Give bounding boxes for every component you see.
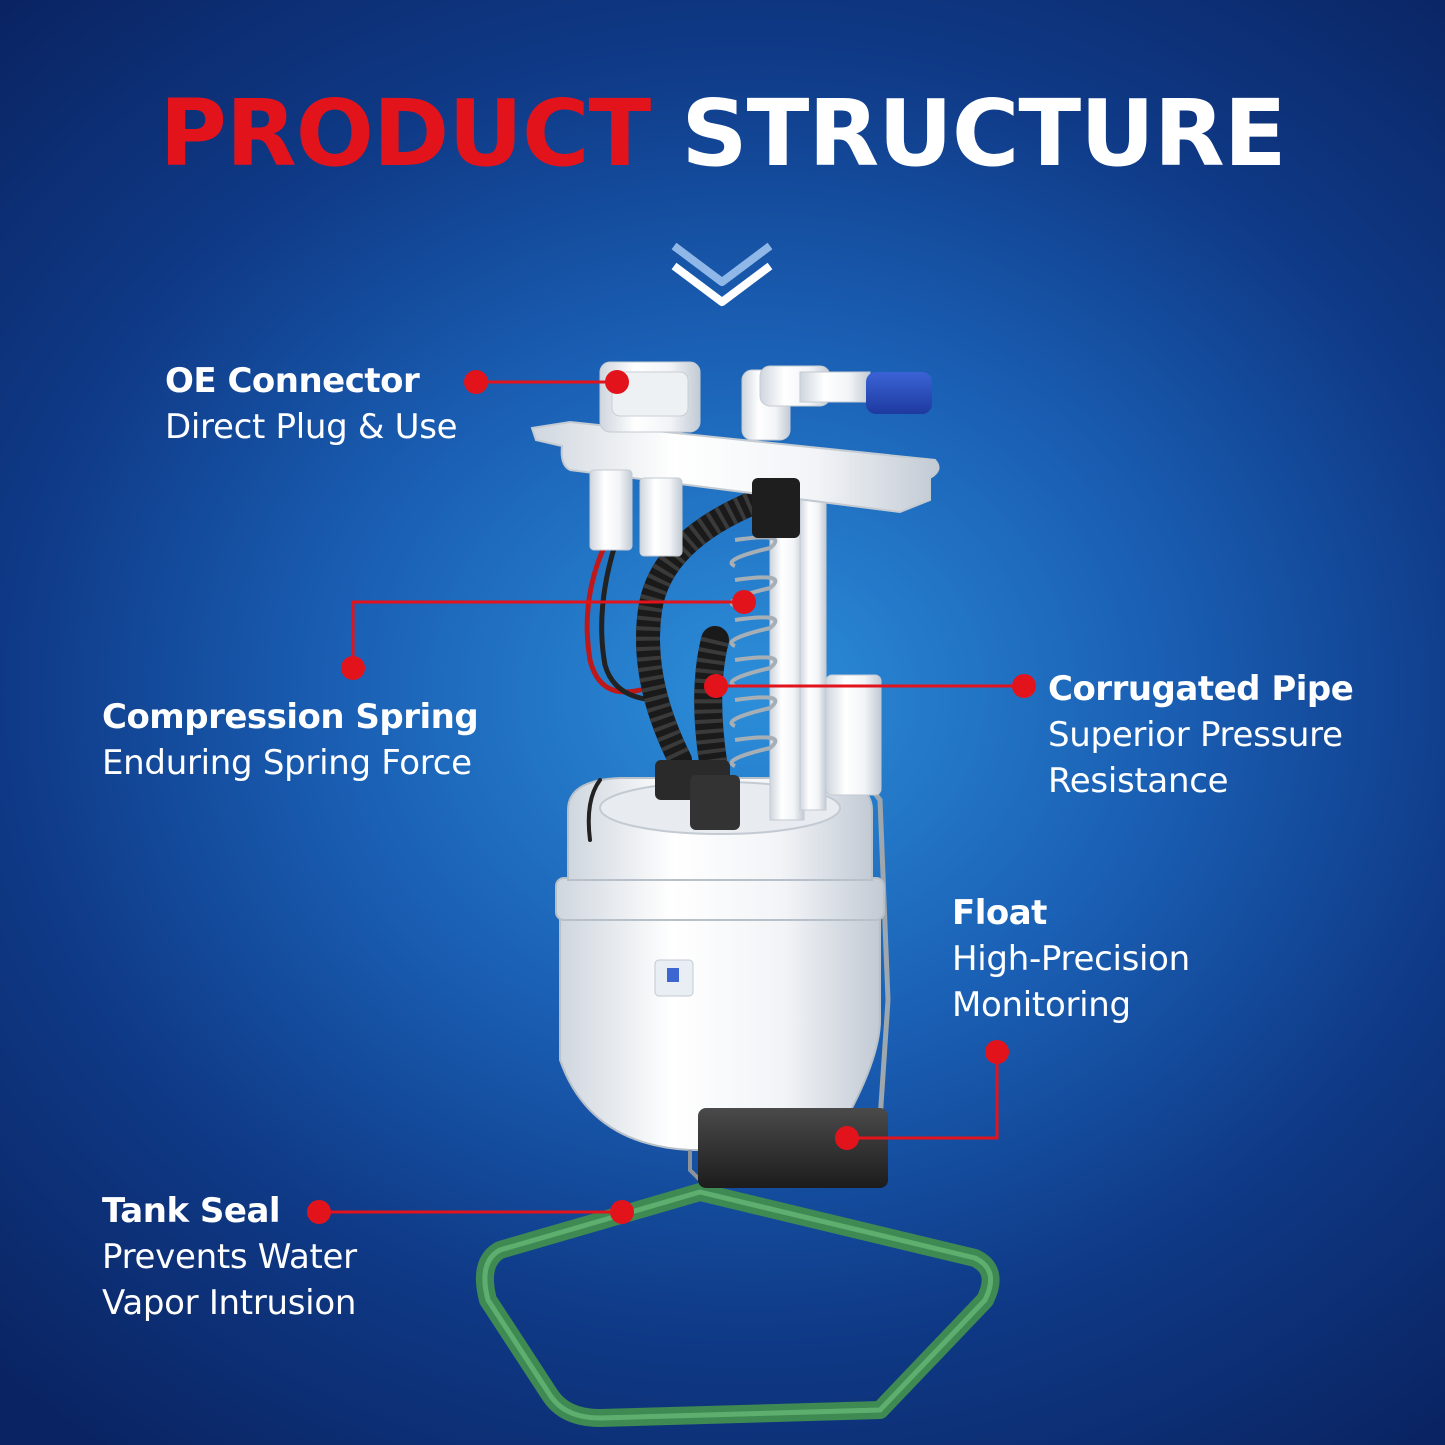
- label-desc: Superior Pressure: [1048, 715, 1343, 755]
- label-heading: Tank Seal: [102, 1191, 281, 1231]
- top-flange: [530, 361, 940, 557]
- callout-dots: [307, 370, 1036, 1224]
- page-title: PRODUCT STRUCTURE: [0, 88, 1445, 180]
- label-heading: Corrugated Pipe: [1048, 669, 1354, 709]
- tank-seal-ring: [476, 1183, 1000, 1427]
- label-desc: Direct Plug & Use: [165, 407, 458, 447]
- compression-spring: [729, 535, 778, 768]
- label-desc: Monitoring: [952, 985, 1131, 1025]
- label-heading: Compression Spring: [102, 697, 479, 737]
- callout-lines: [319, 380, 1024, 1214]
- label-heading: Float: [952, 893, 1047, 933]
- label-corrugated-pipe: Corrugated Pipe Superior Pressure Resist…: [1048, 666, 1354, 804]
- label-desc: Enduring Spring Force: [102, 743, 472, 783]
- label-desc: Vapor Intrusion: [102, 1283, 357, 1323]
- title-white-word: STRUCTURE: [681, 80, 1286, 187]
- corrugated-pipes: [636, 488, 772, 830]
- title-red-word: PRODUCT: [159, 80, 651, 187]
- guide-rods: [741, 369, 882, 821]
- double-chevron-down-icon: [671, 242, 773, 306]
- label-heading: OE Connector: [165, 361, 420, 401]
- label-desc: Prevents Water: [102, 1237, 357, 1277]
- float: [698, 1108, 888, 1188]
- label-desc: Resistance: [1048, 761, 1229, 801]
- label-desc: High-Precision: [952, 939, 1190, 979]
- label-tank-seal: Tank Seal Prevents Water Vapor Intrusion: [102, 1188, 357, 1326]
- label-compression-spring: Compression Spring Enduring Spring Force: [102, 694, 479, 786]
- wiring-harness: [584, 542, 663, 842]
- label-oe-connector: OE Connector Direct Plug & Use: [165, 358, 458, 450]
- label-float: Float High-Precision Monitoring: [952, 890, 1190, 1028]
